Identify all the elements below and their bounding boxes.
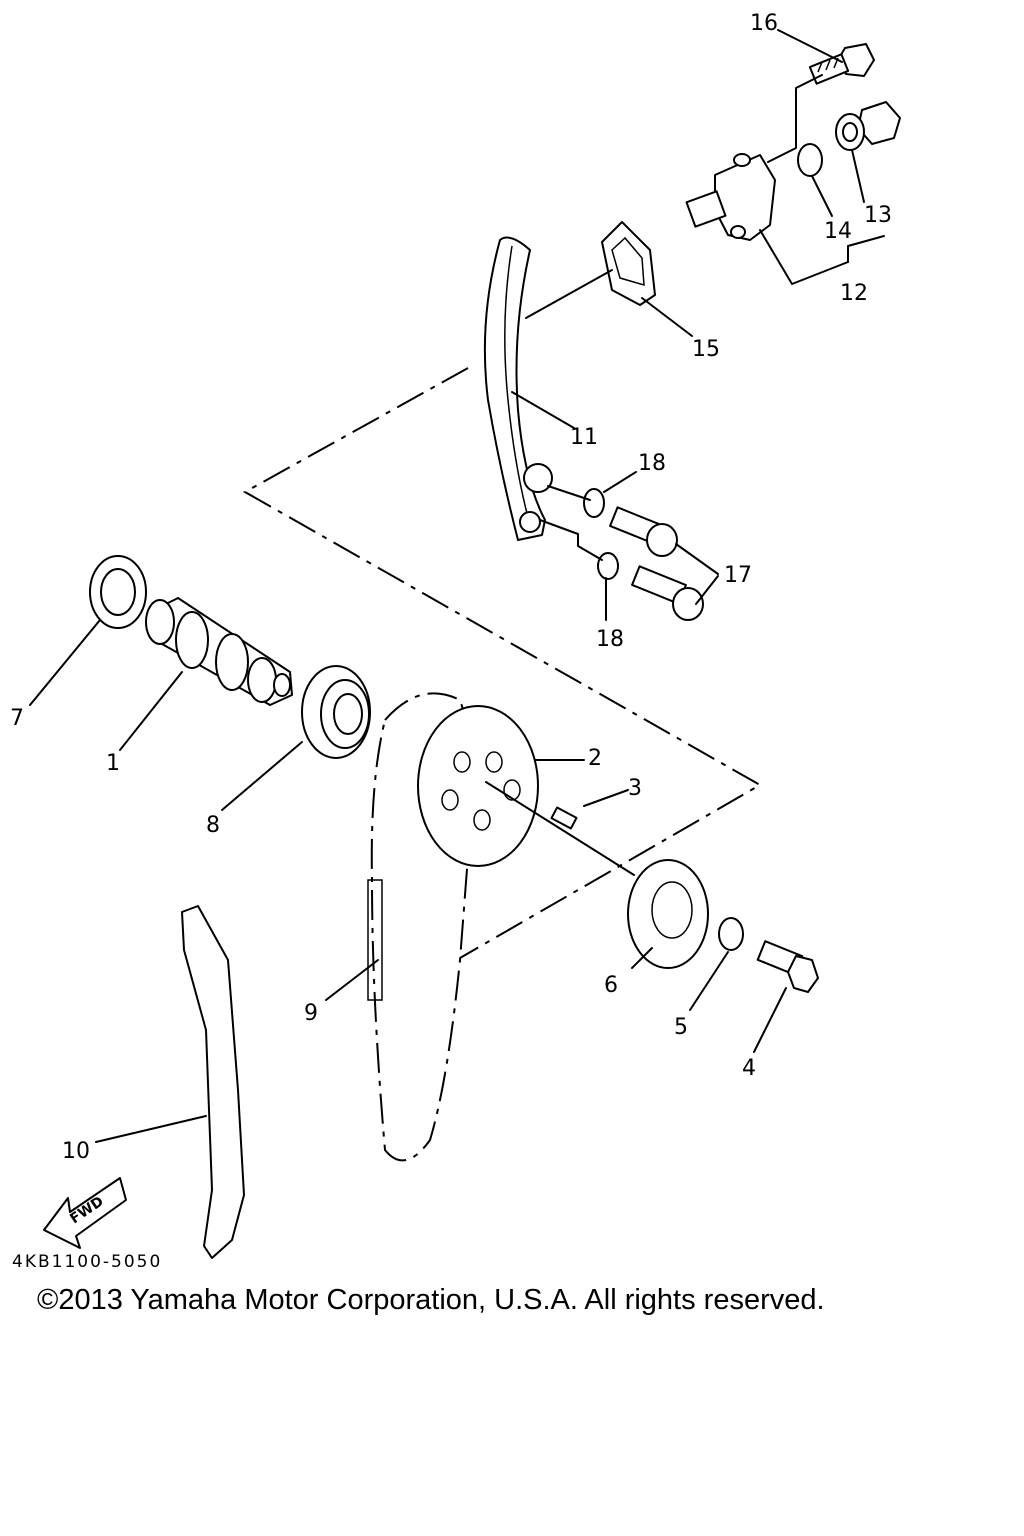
callout-11: 11 (570, 425, 598, 450)
bolt-4 (756, 940, 819, 993)
assembly-outline (242, 367, 763, 959)
callout-14: 14 (824, 219, 852, 244)
chain-guide-10 (181, 905, 245, 1259)
fwd-arrow-icon: FWD (43, 1177, 127, 1249)
bolts-17 (609, 506, 704, 621)
washer-18-upper (583, 488, 605, 518)
callout-16: 16 (750, 11, 778, 36)
callout-10: 10 (62, 1139, 90, 1164)
leader-lines (29, 29, 885, 1143)
callout-2: 2 (588, 746, 602, 771)
gasket-15 (601, 221, 656, 306)
callout-18-upper: 18 (638, 451, 666, 476)
gasket-14 (797, 143, 823, 177)
plug-bolt-13 (835, 101, 901, 151)
tensioner-12 (685, 153, 776, 241)
camshaft-chain-diagram: FWD 1 2 3 4 5 6 7 (10, 11, 901, 1259)
callout-7: 7 (10, 706, 24, 731)
callout-6: 6 (604, 973, 618, 998)
callout-1: 1 (106, 751, 120, 776)
bearing-8 (301, 665, 371, 759)
dowel-pin-3 (550, 806, 578, 830)
callout-9: 9 (304, 1001, 318, 1026)
callout-8: 8 (206, 813, 220, 838)
washer-5 (718, 917, 744, 951)
cam-sprocket-2 (417, 705, 539, 867)
callout-5: 5 (674, 1015, 688, 1040)
bearing-7 (89, 555, 147, 629)
washer-18-lower (597, 552, 619, 580)
chain-guide-11 (483, 236, 553, 541)
plate-6 (627, 859, 709, 969)
camshaft-1 (145, 597, 293, 706)
callout-12: 12 (840, 281, 868, 306)
callout-3: 3 (628, 776, 642, 801)
drawing-code: 4KB1100-5050 (12, 1252, 163, 1272)
callout-13: 13 (864, 203, 892, 228)
callout-labels: 1 2 3 4 5 6 7 8 9 10 11 12 13 14 15 16 1… (10, 11, 892, 1164)
callout-18-lower: 18 (596, 627, 624, 652)
copyright-notice: ©2013 Yamaha Motor Corporation, U.S.A. A… (37, 1284, 825, 1316)
callout-17: 17 (724, 563, 752, 588)
callout-15: 15 (692, 337, 720, 362)
callout-4: 4 (742, 1056, 756, 1081)
